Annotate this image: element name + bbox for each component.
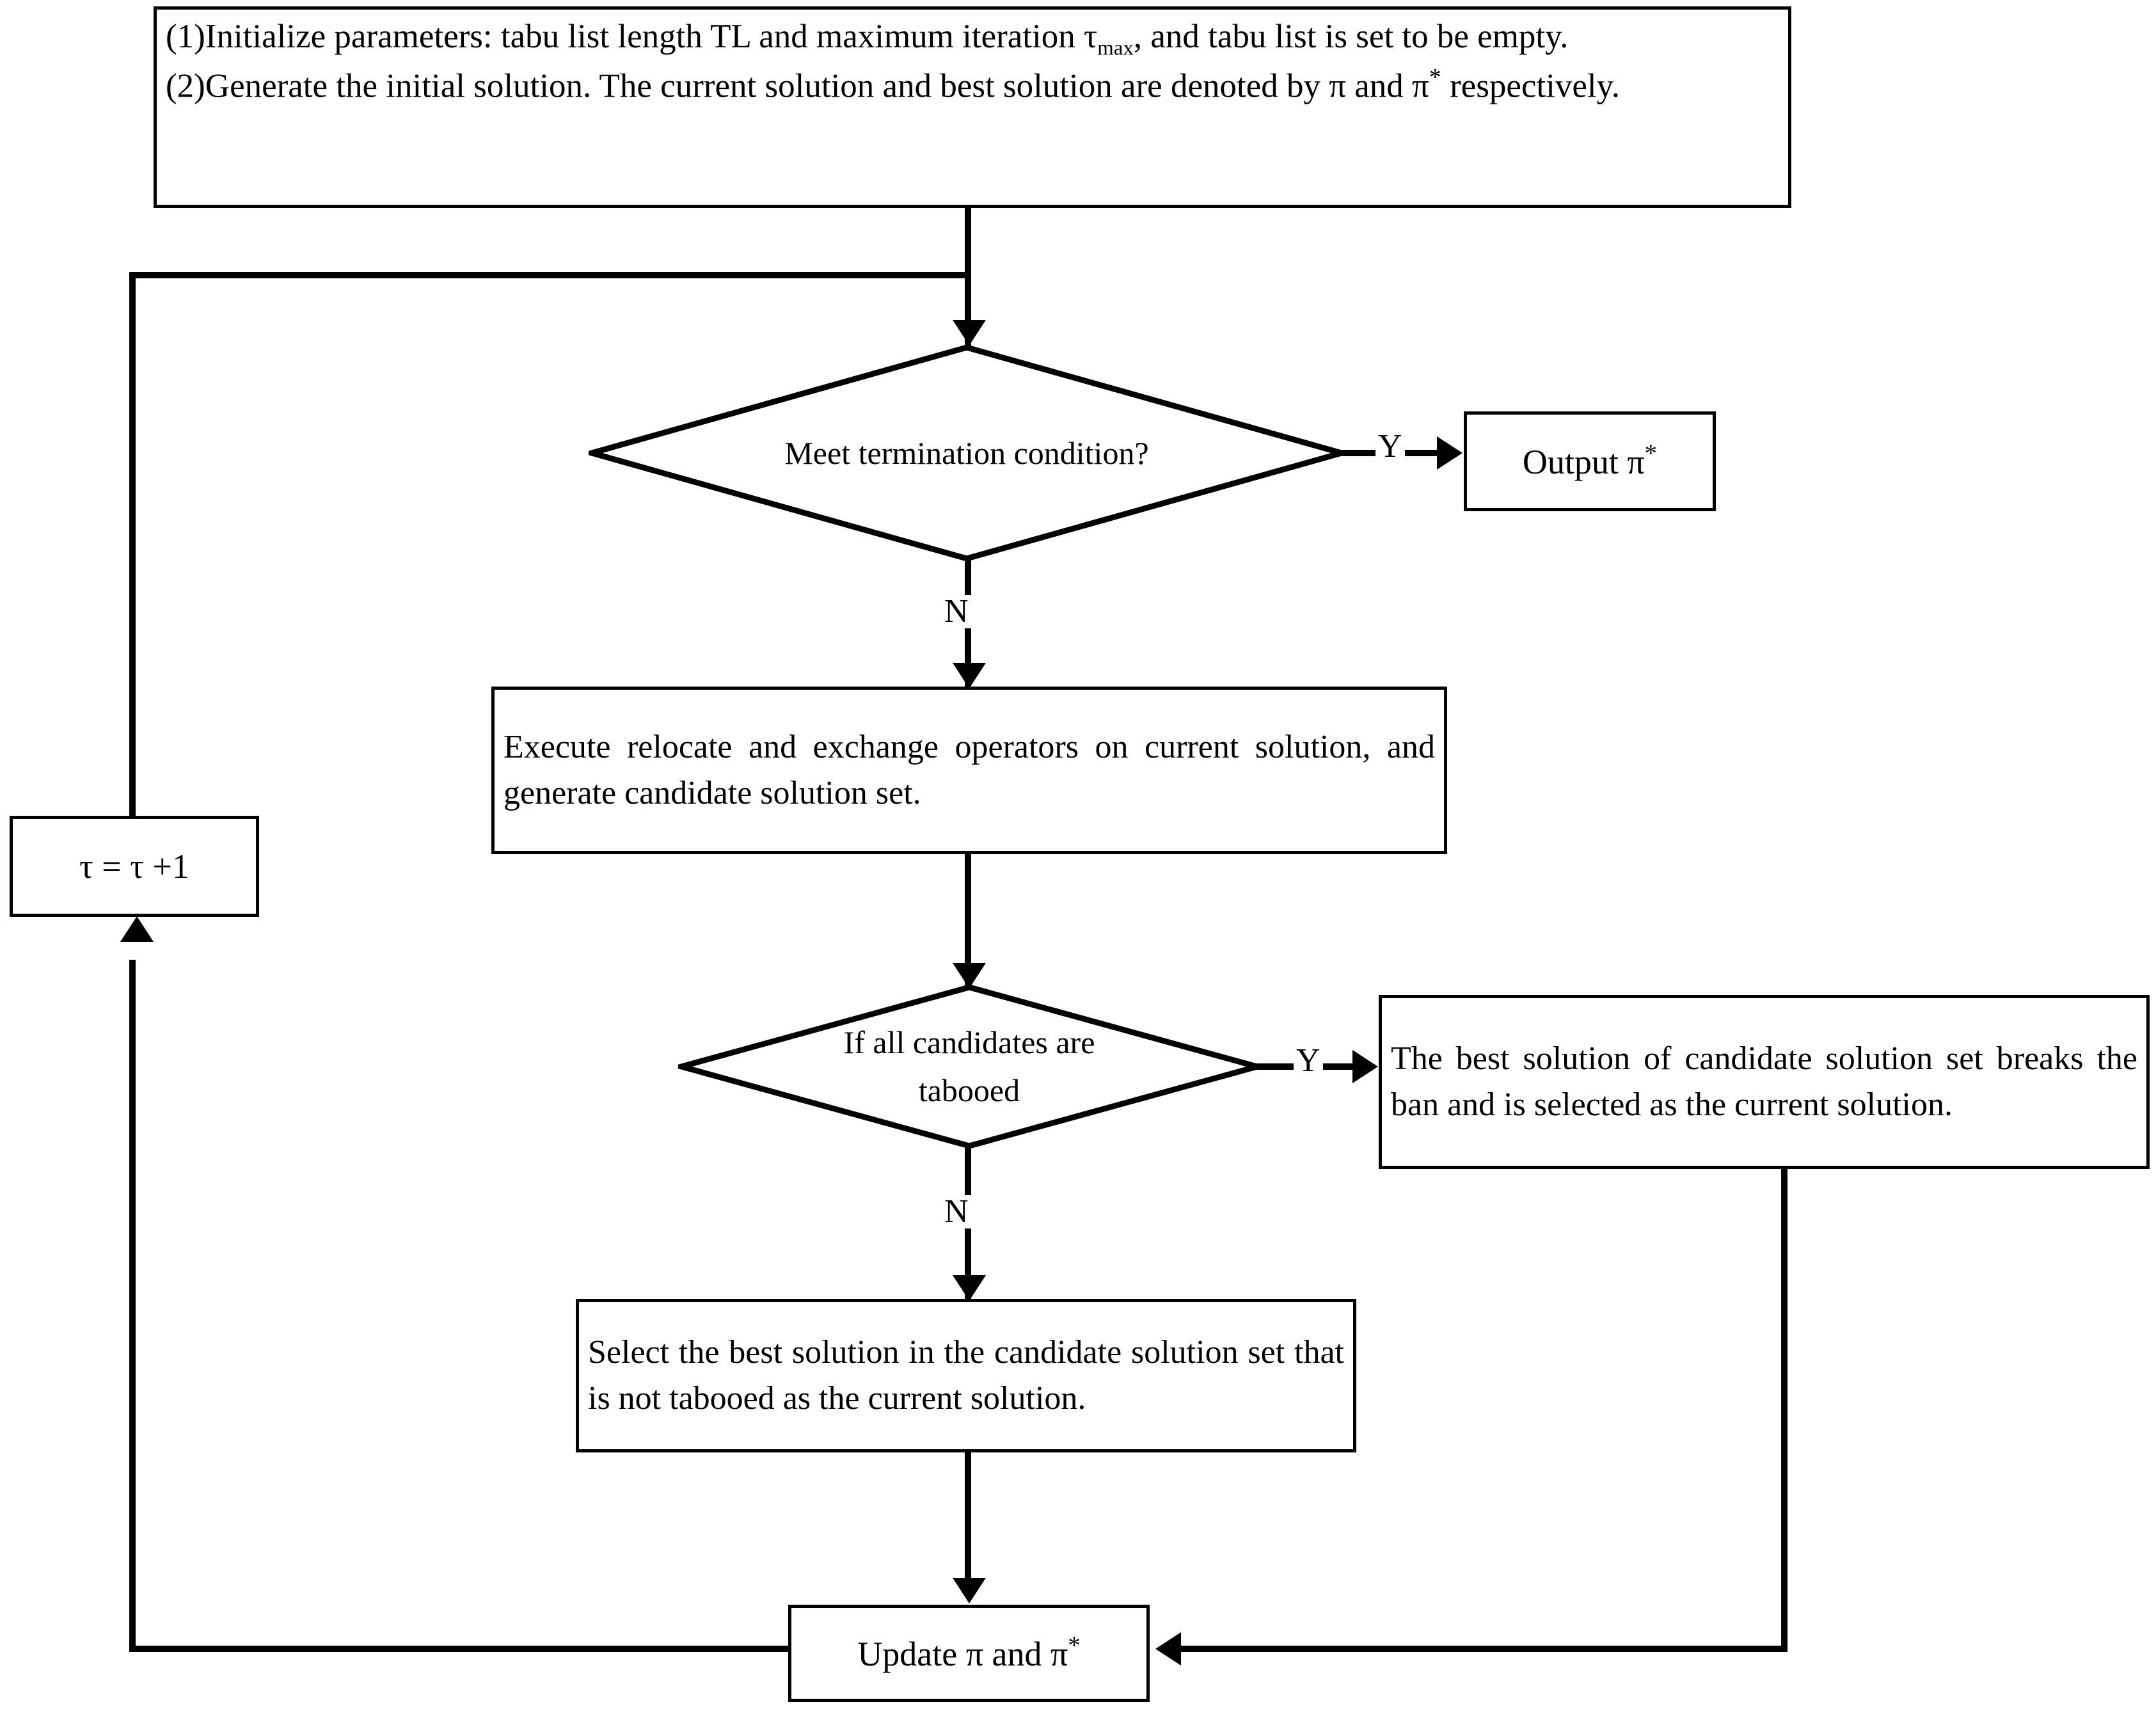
edge-select-to-update-vertical <box>965 1452 971 1590</box>
update-label: Update π and π <box>857 1635 1068 1674</box>
edge-loopback-bottom-horizontal <box>129 1646 791 1652</box>
edge-tabooed-yes-horizontal-2 <box>1319 1063 1354 1070</box>
edge-label-tabooed-yes: Y <box>1294 1044 1323 1077</box>
edge-break-ban-to-update-horizontal <box>1181 1646 1787 1652</box>
edge-label-tabooed-no: N <box>942 1195 971 1228</box>
arrowhead-into-select-best-box <box>953 1275 986 1301</box>
arrowhead-into-execute-box <box>953 663 986 688</box>
edge-tabooed-yes-horizontal <box>1255 1063 1300 1070</box>
arrowhead-into-update-box-right <box>1155 1632 1181 1665</box>
edge-break-ban-down-vertical <box>1781 1169 1787 1652</box>
node-initialize-parameters: (1)Initialize parameters: tabu list leng… <box>154 6 1791 208</box>
update-star-superscript: * <box>1068 1632 1081 1660</box>
execute-label: Execute relocate and exchange operators … <box>503 729 1435 811</box>
arrowhead-into-increment-box <box>120 916 154 942</box>
node-break-ban-select-best: The best solution of candidate solution … <box>1379 995 2150 1169</box>
arrowhead-into-break-ban-box <box>1352 1050 1378 1083</box>
edge-loopback-left-vertical-lower <box>129 960 136 1652</box>
select-best-label: Select the best solution in the candidat… <box>588 1334 1344 1417</box>
init-pi-star-superscript: * <box>1429 64 1441 91</box>
node-increment-iteration: τ = τ +1 <box>10 816 259 917</box>
arrowhead-into-decision-terminate <box>953 320 986 346</box>
node-decision-meet-termination-condition: Meet termination condition? <box>589 344 1345 562</box>
edge-label-terminate-no: N <box>942 595 971 628</box>
node-output-best-solution: Output π* <box>1464 411 1716 511</box>
init-line1-part-b: , and tabu list is set to be empty. <box>1133 18 1569 55</box>
init-line2-part-a: (2)Generate the initial solution. The cu… <box>166 67 1429 105</box>
node-select-best-not-tabooed: Select the best solution in the candidat… <box>576 1299 1356 1452</box>
edge-label-terminate-yes: Y <box>1375 430 1405 463</box>
init-line1-part-a: (1)Initialize parameters: tabu list leng… <box>166 18 1098 55</box>
node-execute-operators: Execute relocate and exchange operators … <box>491 687 1447 854</box>
break-ban-label: The best solution of candidate solution … <box>1391 1040 2137 1123</box>
edge-terminate-yes-horizontal <box>1341 450 1405 456</box>
edge-execute-to-tabooed-vertical <box>965 854 971 989</box>
node-update-solutions: Update π and π* <box>788 1605 1150 1702</box>
node-decision-all-candidates-tabooed: If all candidates are tabooed <box>678 984 1260 1149</box>
arrowhead-into-output-box <box>1437 436 1462 470</box>
edge-terminate-yes-horizontal-2 <box>1405 450 1438 456</box>
output-star-superscript: * <box>1644 440 1658 468</box>
arrowhead-into-update-box-top <box>953 1578 986 1603</box>
increment-label: τ = τ +1 <box>79 847 189 886</box>
edge-loopback-left-vertical-upper <box>129 272 136 817</box>
init-tau-max-subscript: max <box>1097 36 1134 60</box>
init-line2-part-b: respectively. <box>1441 67 1620 105</box>
edge-loopback-top-horizontal <box>129 272 970 278</box>
output-label: Output π <box>1522 443 1645 482</box>
edge-init-to-decision-vertical <box>965 208 971 371</box>
